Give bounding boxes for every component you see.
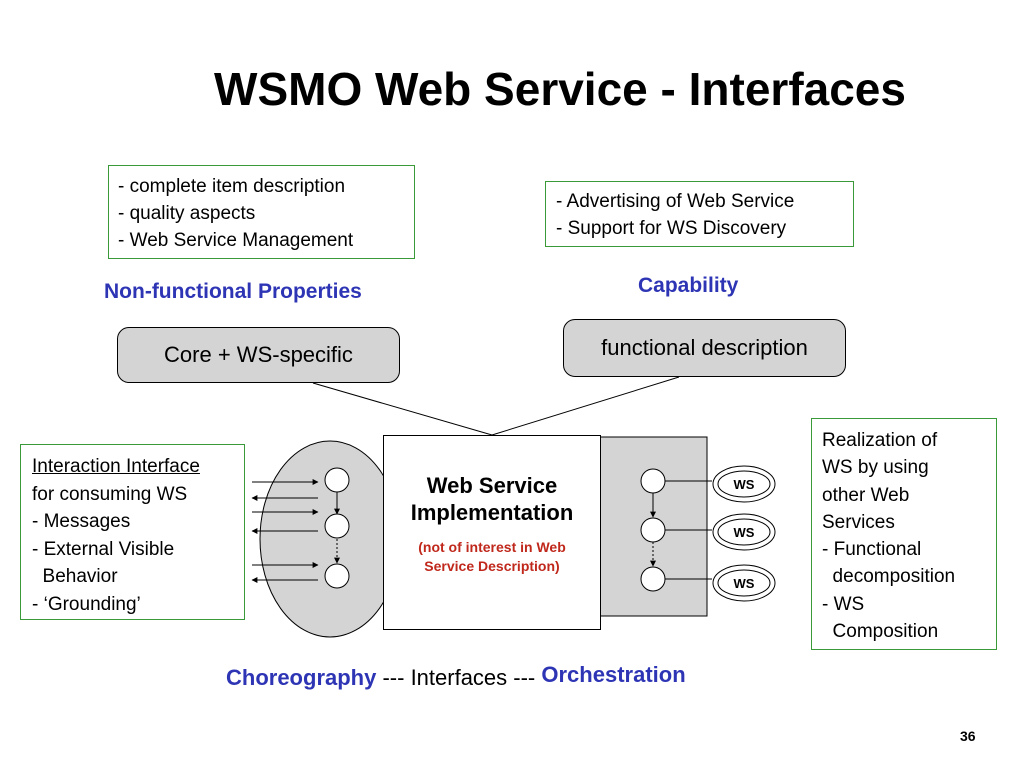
- ws-node: WS: [712, 564, 776, 602]
- realization-line: Services: [822, 511, 895, 533]
- realization-line: WS by using: [822, 457, 929, 479]
- state-node: [640, 517, 666, 543]
- web-service-note: Service Description): [424, 558, 560, 574]
- ws-label: WS: [734, 525, 755, 540]
- realization-line: Composition: [822, 621, 939, 643]
- ws-node: WS: [712, 513, 776, 551]
- interaction-line: Behavior: [32, 566, 118, 587]
- capability-line: - Advertising of Web Service: [556, 191, 795, 212]
- nonfunctional-line: - complete item description: [118, 176, 346, 197]
- state-node: [324, 563, 350, 589]
- state-node: [324, 513, 350, 539]
- choreography-label: Choreography: [226, 665, 377, 690]
- nonfunctional-details-box: - complete item description - quality as…: [108, 165, 415, 259]
- realization-line: decomposition: [822, 566, 956, 588]
- realization-line: - Functional: [822, 539, 922, 561]
- ws-label: WS: [734, 576, 755, 591]
- ws-node: WS: [712, 465, 776, 503]
- realization-line: Realization of: [822, 430, 938, 451]
- web-service-note: (not of interest in Web: [418, 539, 566, 555]
- page-title: WSMO Web Service - Interfaces: [214, 63, 906, 115]
- interaction-line: - Messages: [32, 511, 131, 532]
- web-service-implementation-box: Web Service Implementation (not of inter…: [383, 435, 601, 630]
- ws-label: WS: [734, 477, 755, 492]
- interaction-line: - ‘Grounding’: [32, 593, 141, 615]
- state-node: [640, 468, 666, 494]
- realization-line: - WS: [822, 593, 865, 615]
- interfaces-label: --- Interfaces ---: [376, 665, 542, 690]
- page-number: 36: [960, 728, 976, 744]
- connector-line: [491, 376, 680, 436]
- interaction-line: for consuming WS: [32, 483, 188, 505]
- interaction-interface-box: Interaction Interface for consuming WS -…: [20, 444, 245, 620]
- interaction-heading: Interaction Interface: [32, 456, 200, 477]
- interaction-line: - External Visible: [32, 538, 175, 560]
- web-service-title: Web Service: [426, 473, 558, 498]
- capability-line: - Support for WS Discovery: [556, 218, 787, 239]
- state-node: [640, 566, 666, 592]
- interfaces-caption: Choreography --- Interfaces --- Orchestr…: [226, 662, 686, 691]
- nonfunctional-line: - Web Service Management: [118, 230, 354, 251]
- capability-details-box: - Advertising of Web Service - Support f…: [545, 181, 854, 247]
- nonfunctional-line: - quality aspects: [118, 203, 256, 224]
- capability-heading: Capability: [638, 274, 739, 297]
- web-service-title: Implementation: [410, 500, 574, 525]
- nonfunctional-pill: Core + WS-specific: [117, 327, 400, 383]
- state-node: [324, 467, 350, 493]
- capability-pill: functional description: [563, 319, 846, 377]
- realization-line: other Web: [822, 484, 910, 506]
- connector-line: [312, 382, 493, 436]
- orchestration-label: Orchestration: [541, 662, 686, 687]
- realization-box: Realization of WS by using other Web Ser…: [811, 418, 997, 650]
- nonfunctional-heading: Non-functional Properties: [104, 280, 362, 303]
